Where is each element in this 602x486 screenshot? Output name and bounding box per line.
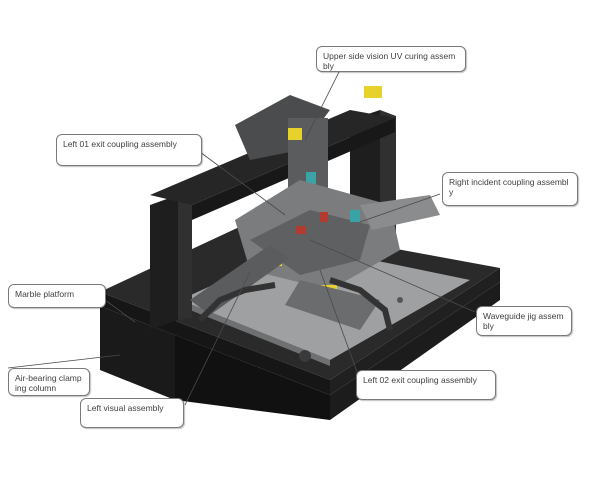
- red-coupling-part: [296, 226, 306, 234]
- teal-part: [350, 210, 360, 222]
- callout-waveguide-jig: Waveguide jig assembly: [476, 306, 572, 336]
- air-bearing-column-front: [175, 335, 330, 420]
- leader-air-bearing: [7, 354, 121, 369]
- leader-marble: [104, 299, 136, 323]
- gantry-upright-left-face: [178, 195, 192, 320]
- air-bearing-column-left: [100, 306, 175, 400]
- plate-hole: [397, 297, 403, 303]
- callout-left-visual: Left visual assembly: [80, 398, 184, 428]
- callout-left-01-exit: Left 01 exit coupling assembly: [56, 134, 202, 166]
- gantry-crossbeam: [150, 110, 395, 205]
- left-exit-rail: [190, 245, 290, 315]
- uv-lamp-yellow: [364, 86, 382, 98]
- callout-upper-side-vision: Upper side vision UV curing assembly: [316, 46, 466, 72]
- cable-chain: [329, 277, 393, 331]
- right-incident-arm: [360, 195, 440, 230]
- leader-left-01: [199, 151, 286, 216]
- leader-waveguide: [309, 239, 476, 313]
- gantry-upright-left: [150, 195, 178, 330]
- callout-left-02-exit: Left 02 exit coupling assembly: [356, 370, 496, 400]
- cable-chain: [197, 282, 276, 323]
- callout-right-incident: Right incident coupling assembly: [442, 172, 578, 206]
- callout-air-bearing: Air-bearing clamping column: [8, 368, 90, 396]
- upper-vision-carriage: [235, 95, 330, 160]
- work-plate-edge: [180, 300, 330, 366]
- vision-teal-part: [306, 172, 316, 186]
- leader-left-visual: [184, 271, 251, 406]
- leader-right-incident: [359, 193, 441, 223]
- marble-platform-right: [330, 268, 500, 395]
- leader-upper-vision: [304, 69, 341, 141]
- plate-hole: [299, 350, 311, 362]
- leader-left-02: [319, 269, 361, 381]
- red-coupling-part: [320, 212, 328, 222]
- callout-marble-platform: Marble platform: [8, 284, 106, 308]
- uv-lamp-yellow: [288, 128, 302, 140]
